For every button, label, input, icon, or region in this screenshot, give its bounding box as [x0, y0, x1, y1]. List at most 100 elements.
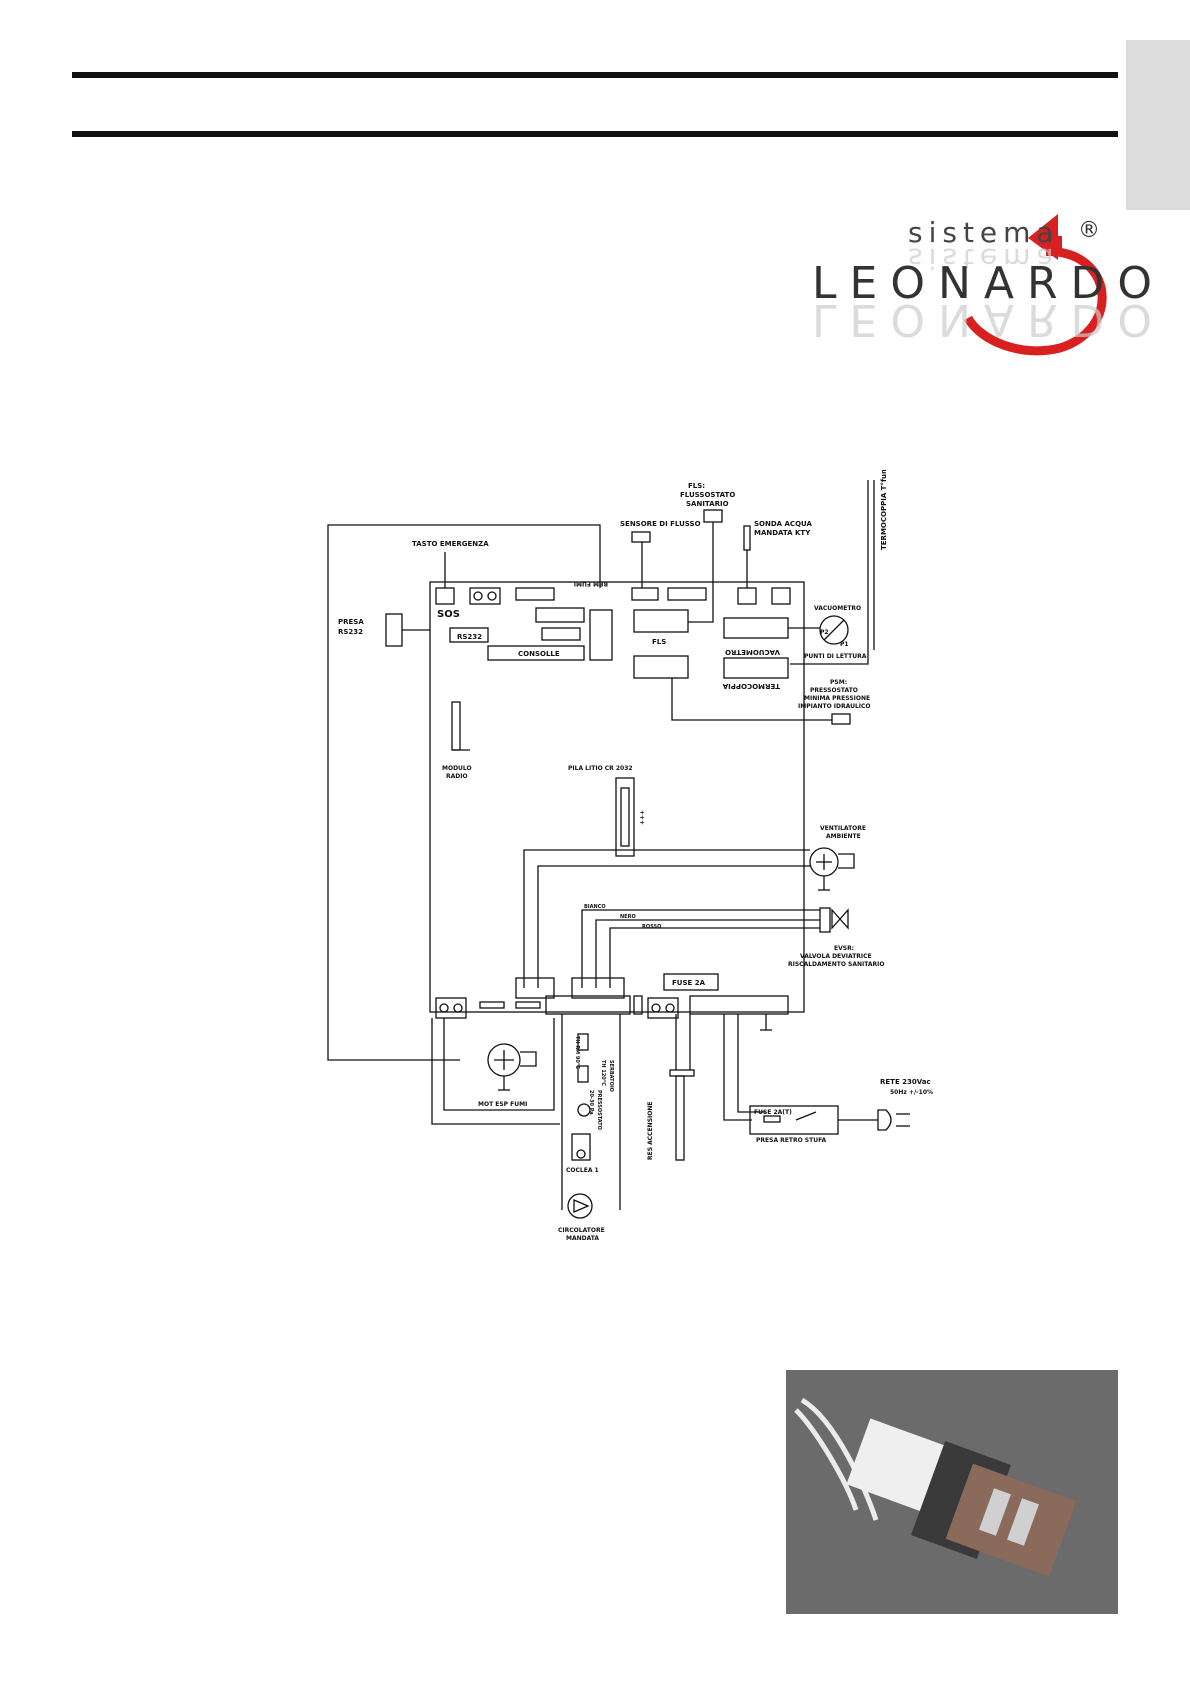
nero-label: NERO — [620, 914, 636, 920]
connector-4pin-c — [667, 587, 707, 601]
presa-retro-label: PRESA RETRO STUFA — [756, 1137, 826, 1144]
th-120-icon — [577, 1065, 589, 1083]
coclea-motor-icon — [571, 1133, 591, 1161]
screw-terminal — [651, 1003, 661, 1013]
minima-pressione-label: MINIMA PRESSIONE — [804, 695, 870, 702]
terminal-block-1 — [469, 587, 501, 605]
screw-terminal — [665, 1003, 675, 1013]
mains-wire — [723, 1014, 752, 1121]
rosso-wire — [609, 927, 820, 988]
termocoppia-connector — [723, 657, 789, 679]
flow-sensor-connector — [631, 587, 659, 601]
control-board — [429, 581, 805, 1013]
battery-holder-icon — [615, 777, 635, 857]
ambiente-label: AMBIENTE — [826, 833, 861, 840]
sos-connector — [435, 587, 455, 605]
fuse-clip — [479, 1001, 505, 1009]
coclea-label: COCLEA 1 — [566, 1167, 599, 1174]
rpm-fumi-label: RPM FUMI — [574, 580, 608, 587]
psm-label: PSM: — [830, 679, 847, 686]
logo-word-top: sistema — [908, 216, 1060, 249]
res-accensione-label: RES ACCENSIONE — [647, 1102, 654, 1160]
rs232-box — [449, 627, 489, 643]
mot-wire-b — [431, 1018, 560, 1125]
fuse-holder-photo — [786, 1370, 1118, 1614]
fuse-2a-label: FUSE 2A — [672, 979, 706, 987]
small-switch — [633, 995, 643, 1015]
pressostato-v-label: PRESSOSTATO — [596, 1090, 602, 1130]
flow-switch-icon — [703, 509, 723, 523]
th-120-label: TH 120°C — [600, 1060, 606, 1086]
evsr-connector — [571, 977, 625, 999]
consolle-label: CONSOLLE — [518, 650, 560, 658]
igniter-rod-icon — [675, 1075, 685, 1161]
fan-connector — [515, 977, 555, 999]
sensore-flusso-label: SENSORE DI FLUSSO — [620, 520, 701, 528]
termocoppia-connector-label: TERMOCOPPIA — [722, 682, 780, 690]
radio-module-icon — [451, 701, 461, 751]
consolle-box — [487, 645, 585, 661]
evsr-label: EVSR: — [834, 945, 854, 952]
logo-word-main: LEONARDO — [812, 258, 1166, 309]
connector-4pin — [515, 587, 555, 601]
pressostato-icon — [577, 1103, 591, 1117]
rpm-connector — [589, 609, 613, 661]
psm-wire — [671, 678, 832, 721]
probe-connector — [737, 587, 757, 605]
serbatoio-label: SERBATOIO — [608, 1060, 614, 1092]
ventilatore-label: VENTILATORE — [820, 825, 866, 832]
fuse-holder-image — [786, 1370, 1118, 1614]
fls-connector — [633, 609, 689, 633]
mot-esp-fumi-label: MOT ESP FUMI — [478, 1101, 527, 1108]
presa-rs232-label: RS232 — [338, 628, 363, 636]
impianto-idraulico-label: IMPIANTO IDRAULICO — [798, 703, 871, 710]
fls-board-label: FLS — [652, 638, 666, 646]
flussostato-label: FLUSSOSTATO — [680, 491, 735, 499]
mandata-kty-label: MANDATA KTY — [754, 529, 811, 537]
fan-duct — [838, 853, 855, 869]
mains-wire-b — [737, 1014, 766, 1113]
fuse-clip-b — [515, 1001, 541, 1009]
side-tab — [1126, 40, 1190, 210]
fls-label: FLS: — [688, 482, 705, 490]
terminal-block-bottom — [435, 997, 467, 1019]
switch-icon — [795, 1111, 817, 1121]
screw-terminal — [439, 1003, 449, 1013]
vacuometro-connector — [723, 617, 789, 639]
th-rm-icon — [577, 1033, 589, 1051]
gauge-needle — [823, 619, 845, 641]
top-rule — [72, 72, 1118, 78]
p1-label: P1 — [840, 641, 849, 648]
nero-wire — [595, 919, 820, 988]
pressure-switch-icon — [831, 713, 851, 725]
fan-wire-inner — [537, 865, 810, 988]
vacuometro-connector-label: VACUOMETRO — [725, 648, 780, 656]
fuse-icon — [763, 1115, 781, 1123]
fuse-2at-label: FUSE 2A(T) — [754, 1109, 792, 1116]
flow-sensor-icon — [631, 531, 651, 543]
battery-cell — [620, 787, 630, 847]
tasto-emergenza-label: TASTO EMERGENZA — [412, 540, 489, 548]
connector-power — [689, 995, 789, 1015]
wiring-diagram: TASTO EMERGENZA SOS RS232 CONSOLLE RPM F… — [327, 470, 933, 1242]
registered-mark: ® — [1078, 218, 1100, 243]
fan-wire-outer — [523, 849, 810, 988]
coclea-shaft — [576, 1149, 586, 1159]
valve-icon — [831, 908, 849, 930]
connector-3pin-lower — [633, 655, 689, 679]
screw-terminal — [453, 1003, 463, 1013]
sistema-leonardo-logo: sistema sistema LEONARDO LEONARDO ® — [800, 200, 1165, 360]
valvola-label: VALVOLA DEVIATRICE — [800, 953, 872, 960]
connector-5pin-bottom — [545, 995, 631, 1015]
bianco-wire — [581, 909, 820, 988]
connector-4pin-b — [541, 627, 581, 641]
bianco-label: BIANCO — [584, 904, 606, 910]
logo-word-main-reflection: LEONARDO — [812, 294, 1166, 345]
db9-port-icon — [385, 613, 403, 647]
rete-label: RETE 230Vac — [880, 1078, 931, 1086]
sonda-acqua-label: SONDA ACQUA — [754, 520, 812, 528]
fls-wire — [688, 522, 714, 623]
th-rm-label: TH RM 90°C — [574, 1036, 580, 1069]
modulo-label: MODULO — [442, 765, 472, 772]
connector-5pin — [535, 607, 585, 623]
